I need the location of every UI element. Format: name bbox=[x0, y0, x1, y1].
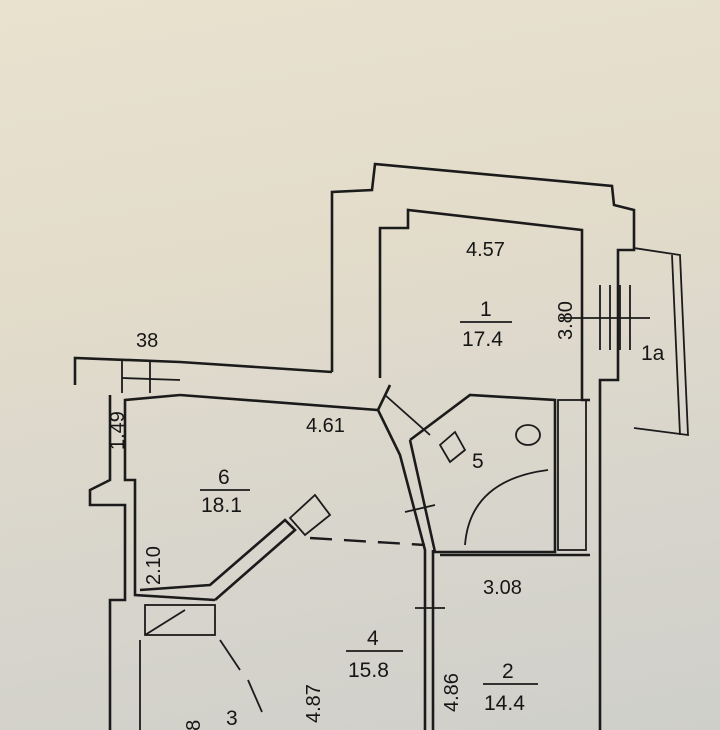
door-mark bbox=[404, 504, 436, 513]
shaft-diagonal bbox=[144, 609, 186, 636]
left-outer-wall bbox=[88, 395, 127, 730]
window-mark bbox=[121, 377, 181, 381]
outer-wall-top bbox=[330, 162, 636, 730]
dim-room4-depth: 4.87 bbox=[303, 684, 325, 723]
room5-number: 5 bbox=[472, 450, 484, 473]
balcony-outline bbox=[633, 247, 689, 437]
zone-divider bbox=[309, 536, 426, 547]
hall-wall bbox=[376, 409, 427, 730]
dim-room6-width: 4.61 bbox=[306, 415, 345, 437]
dim-corridor: 38 bbox=[136, 330, 158, 352]
room3-number: 3 bbox=[226, 707, 238, 730]
dim-room6-lower: 2.10 bbox=[143, 546, 165, 585]
door-swing bbox=[247, 679, 263, 713]
balcony-rail bbox=[671, 254, 681, 436]
corridor-wall-upper bbox=[73, 356, 333, 385]
room2-area: 14.4 bbox=[484, 692, 525, 715]
dim-room1-depth: 3.80 bbox=[555, 301, 577, 340]
shaft bbox=[144, 604, 216, 636]
column bbox=[288, 493, 332, 537]
room2-number: 2 bbox=[502, 660, 514, 683]
dim-room6-upper: 1.49 bbox=[107, 411, 129, 450]
bath-tub bbox=[557, 399, 587, 551]
room6-area: 18.1 bbox=[201, 494, 242, 517]
dim-room3-cut: 98 bbox=[183, 720, 205, 730]
door-mark bbox=[384, 394, 431, 436]
shower-icon bbox=[464, 469, 549, 546]
balcony-label: 1a bbox=[641, 342, 665, 365]
corridor-wall-lower bbox=[179, 384, 392, 412]
dim-room2-width: 3.08 bbox=[483, 577, 522, 599]
room6-left-wall bbox=[123, 393, 216, 602]
dim-room2-depth: 4.86 bbox=[441, 673, 463, 712]
room6-number: 6 bbox=[218, 466, 230, 489]
dim-room1-width: 4.57 bbox=[466, 239, 505, 261]
diagonal-wall bbox=[139, 518, 297, 601]
door-swing bbox=[219, 639, 241, 671]
room4-area: 15.8 bbox=[348, 659, 389, 682]
room4-number: 4 bbox=[367, 627, 379, 650]
bathroom-wall bbox=[408, 393, 557, 554]
room1-area: 17.4 bbox=[462, 328, 503, 351]
stairs-icon bbox=[560, 285, 650, 350]
sink-icon bbox=[438, 430, 467, 464]
toilet-icon bbox=[515, 424, 541, 446]
room1-number: 1 bbox=[480, 298, 492, 321]
